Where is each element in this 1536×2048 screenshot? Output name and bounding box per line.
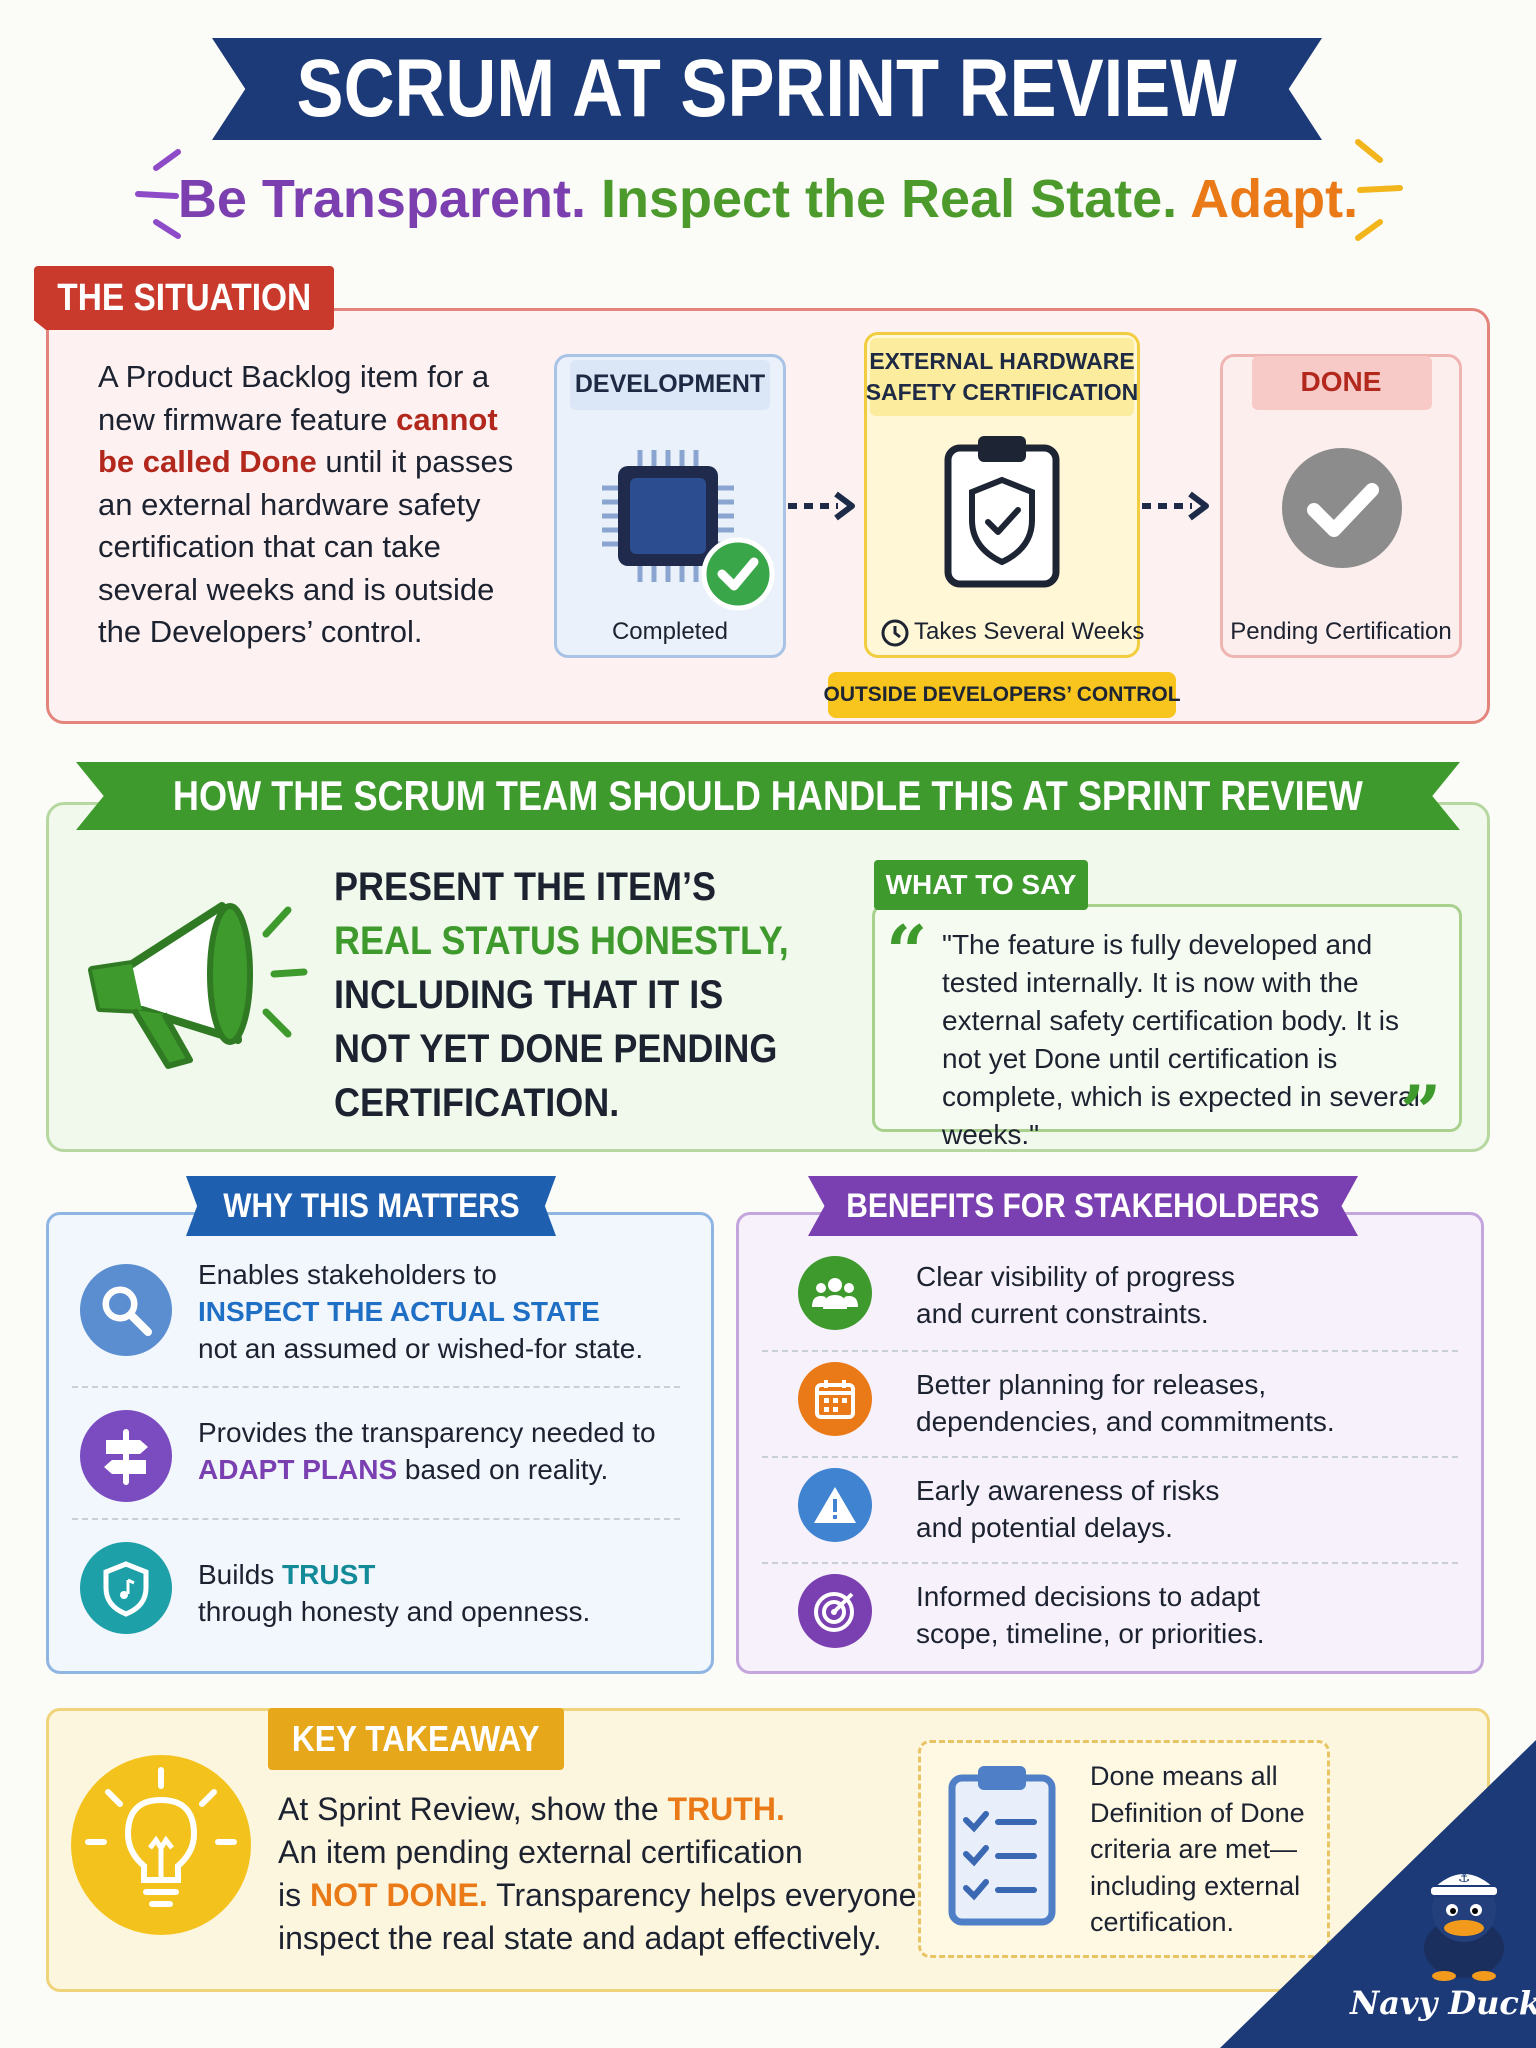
why-item-2: Provides the transparency needed to ADAP… bbox=[198, 1417, 656, 1485]
brand-name: Navy Duck bbox=[1350, 1984, 1536, 2022]
page-title: SCRUM AT SPRINT REVIEW bbox=[296, 43, 1238, 134]
navy-duck-mascot-icon: ⚓ bbox=[1424, 1870, 1504, 1981]
benefit-item-3: Early awareness of risks and potential d… bbox=[916, 1475, 1220, 1543]
checklist-icon bbox=[948, 1766, 1056, 1926]
gray-check-icon bbox=[1282, 448, 1402, 568]
divider bbox=[762, 1562, 1458, 1564]
done-caption: Pending Certification bbox=[1230, 618, 1452, 645]
divider bbox=[72, 1386, 680, 1388]
divider bbox=[72, 1518, 680, 1520]
why-item-1: Enables stakeholders to INSPECT THE ACTU… bbox=[198, 1259, 644, 1364]
certification-caption: Takes Several Weeks bbox=[914, 618, 1145, 645]
development-caption: Completed bbox=[611, 618, 729, 645]
subtitle-transparent: Be Transparent. bbox=[177, 169, 586, 229]
subtitle-adapt: Adapt. bbox=[1190, 169, 1359, 229]
clipboard-shield-icon bbox=[944, 436, 1060, 588]
title-banner: SCRUM AT SPRINT REVIEW bbox=[212, 38, 1322, 140]
what-to-say-box bbox=[872, 904, 1462, 1132]
outside-control-badge: OUTSIDE DEVELOPERS’ CONTROL bbox=[823, 672, 1181, 718]
left-burst-icon bbox=[135, 149, 181, 239]
present-statement: PRESENT THE ITEM’S REAL STATUS HONESTLY,… bbox=[334, 865, 789, 1125]
certification-label-bg bbox=[870, 338, 1134, 416]
arrow-right-icon bbox=[788, 491, 855, 521]
divider bbox=[762, 1350, 1458, 1352]
certification-label: EXTERNAL HARDWARE SAFETY CERTIFICATION bbox=[865, 348, 1139, 405]
chip-icon bbox=[602, 450, 775, 611]
takeaway-tag: KEY TAKEAWAY bbox=[268, 1708, 564, 1770]
subtitle-inspect: Inspect the Real State. bbox=[600, 169, 1178, 229]
warning-icon bbox=[798, 1468, 872, 1542]
benefits-tag: BENEFITS FOR STAKEHOLDERS bbox=[808, 1176, 1358, 1236]
clock-icon bbox=[881, 619, 909, 647]
calendar-icon bbox=[798, 1362, 872, 1436]
right-burst-icon bbox=[1355, 139, 1403, 241]
benefit-item-2: Better planning for releases, dependenci… bbox=[916, 1369, 1335, 1437]
takeaway-text: At Sprint Review, show the TRUTH. An ite… bbox=[278, 1791, 917, 1956]
development-label: DEVELOPMENT bbox=[574, 370, 766, 398]
open-quote-icon: “ bbox=[886, 909, 928, 994]
situation-text: A Product Backlog item for a new firmwar… bbox=[98, 359, 514, 649]
target-icon bbox=[798, 1574, 872, 1648]
what-to-say-tag: WHAT TO SAY bbox=[874, 860, 1088, 910]
definition-of-done-text: Done means all Definition of Done criter… bbox=[1090, 1761, 1305, 1937]
situation-tag: THE SITUATION bbox=[34, 266, 334, 330]
people-icon bbox=[798, 1256, 872, 1330]
search-icon bbox=[80, 1264, 172, 1356]
svg-text:⚓: ⚓ bbox=[1458, 1870, 1471, 1886]
lightbulb-icon bbox=[71, 1755, 251, 1935]
shield-icon bbox=[80, 1542, 172, 1634]
signpost-icon bbox=[80, 1410, 172, 1502]
megaphone-icon bbox=[88, 902, 308, 1069]
arrow-right-icon bbox=[1142, 491, 1209, 521]
why-item-3: Builds TRUST through honesty and opennes… bbox=[198, 1559, 591, 1627]
subtitle: Be Transparent. Inspect the Real State. … bbox=[0, 168, 1536, 230]
benefit-item-1: Clear visibility of progress and current… bbox=[916, 1261, 1235, 1329]
divider bbox=[762, 1456, 1458, 1458]
situation-highlight: cannot be called Done bbox=[98, 401, 498, 480]
development-label-bg bbox=[570, 360, 770, 410]
done-label: DONE bbox=[1300, 366, 1382, 397]
handle-banner: HOW THE SCRUM TEAM SHOULD HANDLE THIS AT… bbox=[76, 762, 1460, 830]
what-to-say-text: "The feature is fully developed and test… bbox=[942, 929, 1420, 1150]
benefit-item-4: Informed decisions to adapt scope, timel… bbox=[916, 1581, 1265, 1649]
why-tag: WHY THIS MATTERS bbox=[186, 1176, 556, 1236]
close-quote-icon: ” bbox=[1400, 1069, 1442, 1154]
done-label-bg bbox=[1252, 356, 1432, 410]
